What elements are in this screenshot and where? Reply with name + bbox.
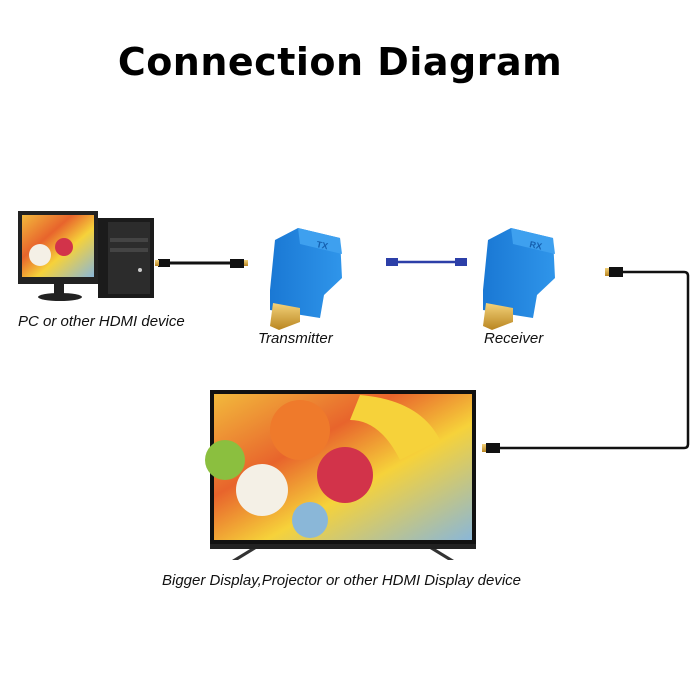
source-label: PC or other HDMI device [18,313,185,330]
tv-display-icon [205,390,476,560]
ethernet-cable-icon [386,258,467,266]
transmitter-label: Transmitter [258,330,333,347]
tx-mark: TX [316,239,329,251]
pc-monitor-icon [18,211,98,301]
diagram-title: Connection Diagram [117,40,563,84]
pc-tower-icon [98,218,154,298]
receiver-device-icon: RX [483,228,555,330]
transmitter-device-icon: TX [270,228,342,330]
hdmi-cable-source [155,259,248,268]
receiver-label: Receiver [484,330,544,347]
display-label: Bigger Display,Projector or other HDMI D… [162,572,522,589]
rx-mark: RX [529,239,543,251]
hdmi-cable-display [482,267,690,453]
